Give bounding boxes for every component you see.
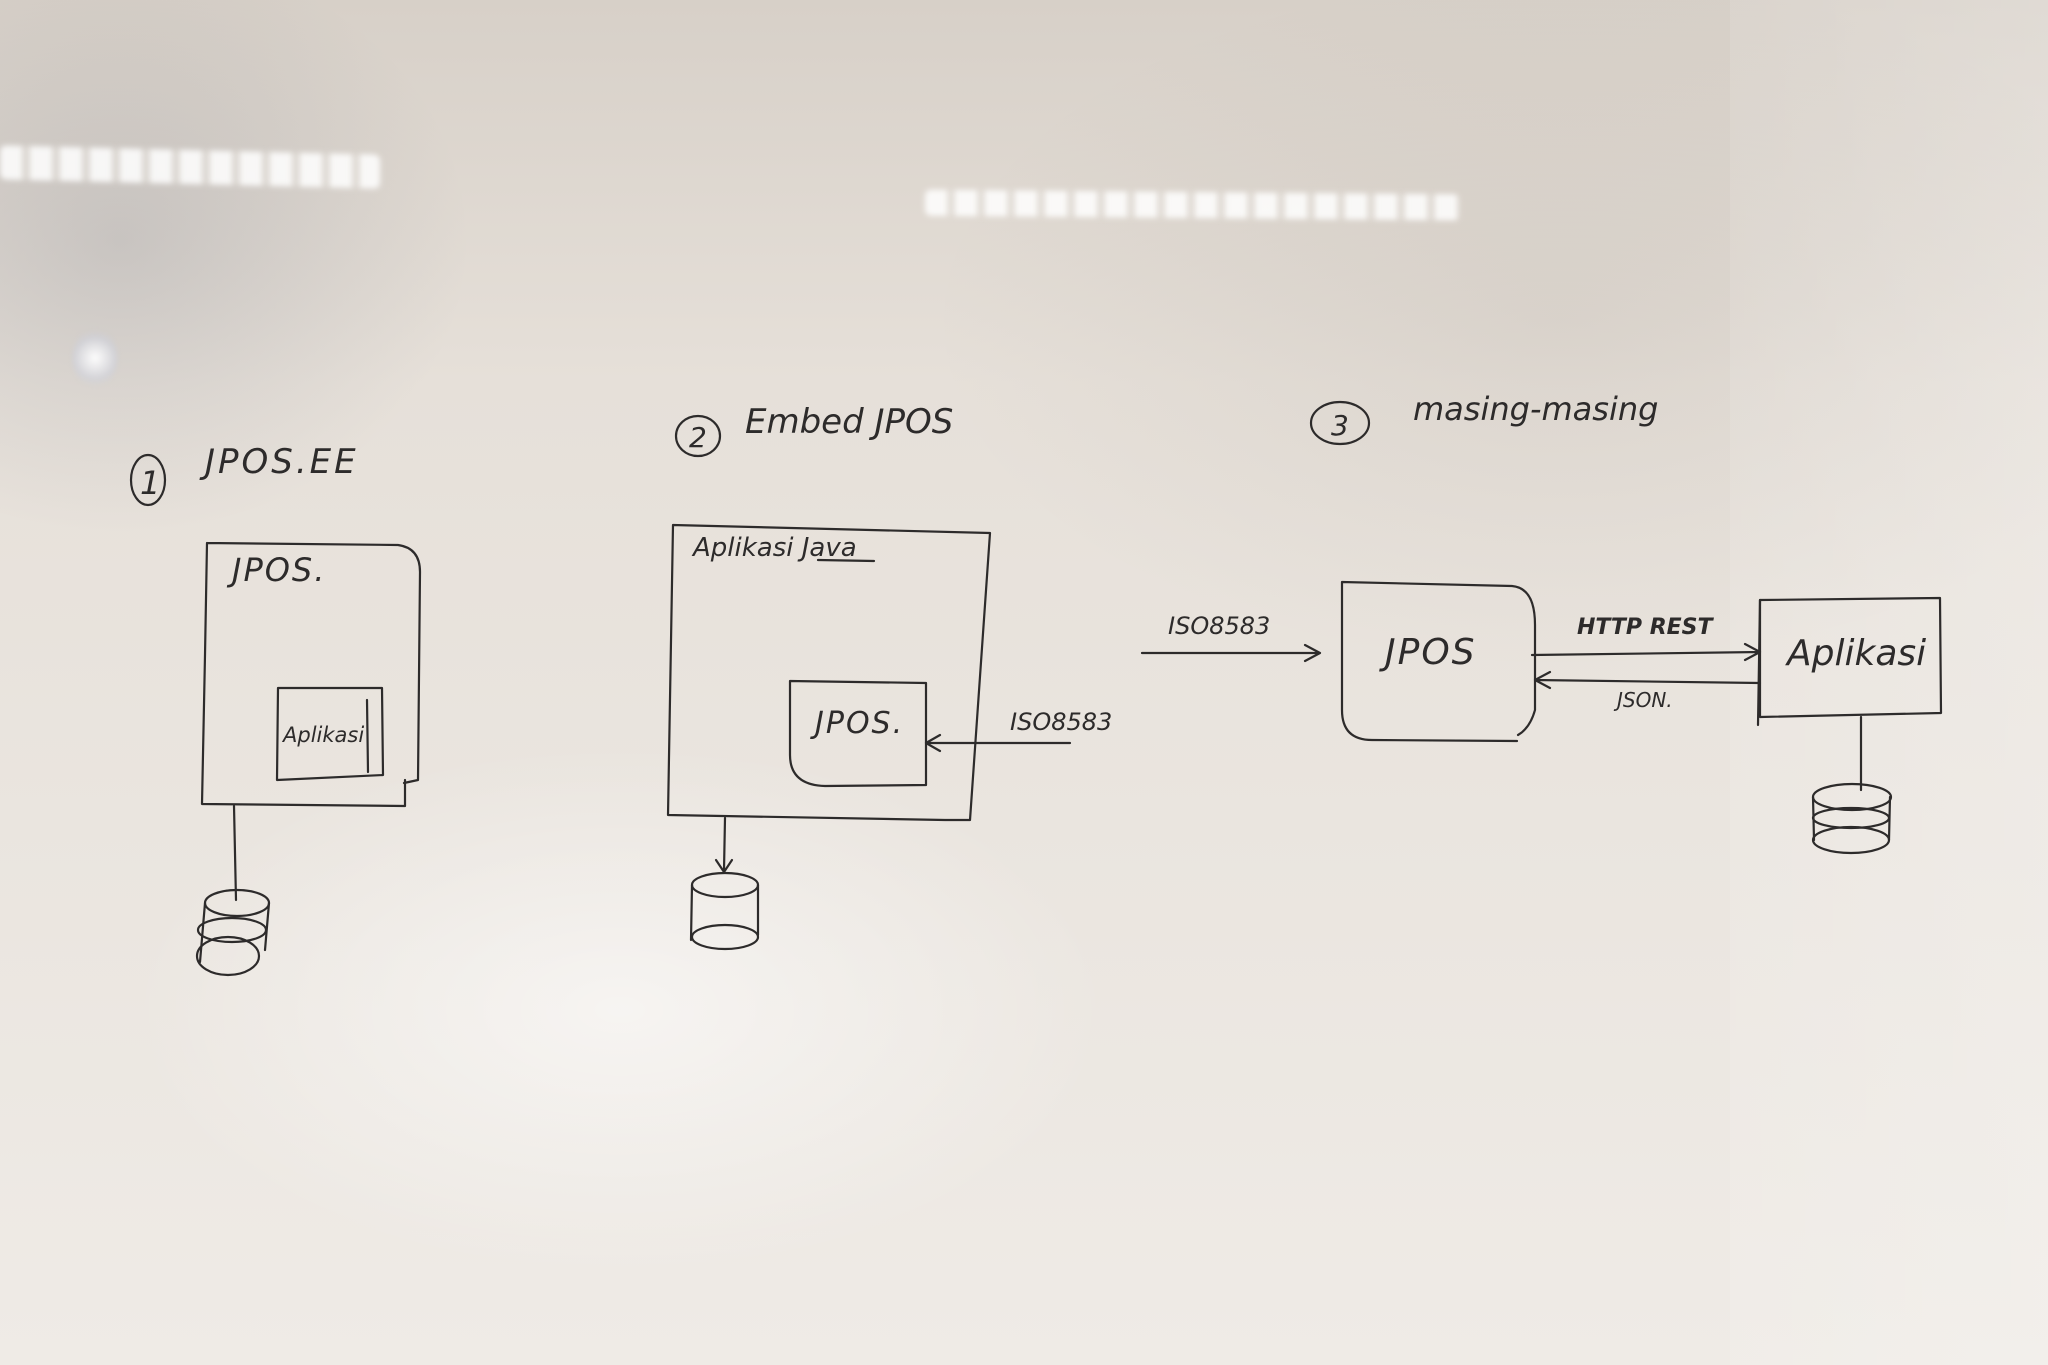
- box-label: Aplikasi: [1785, 633, 1926, 674]
- section-title: Embed JPOS: [745, 402, 953, 442]
- inner-box-edge: [365, 698, 370, 774]
- inner-box-label: JPOS.: [810, 706, 904, 741]
- aplikasi-java-outer-box: [666, 523, 992, 822]
- section-number: 3: [1331, 409, 1349, 442]
- database-connector-arrow: [714, 816, 734, 874]
- aplikasi-box: [1758, 596, 1943, 719]
- section-title: masing-masing: [1413, 390, 1658, 428]
- section-number-circle: [129, 453, 167, 507]
- jpos-inner-box: [788, 679, 928, 788]
- database-icon: [195, 888, 271, 977]
- database-icon: [1811, 782, 1893, 855]
- label-underline: [816, 558, 876, 563]
- aplikasi-inner-box: [275, 686, 385, 782]
- inner-box-label: Aplikasi: [281, 723, 364, 747]
- outer-box-label: Aplikasi Java: [691, 533, 857, 563]
- input-arrow-label: ISO8583: [1010, 708, 1112, 736]
- response-arrow-label: JSON.: [1613, 688, 1673, 712]
- outer-box-label: JPOS.: [226, 551, 326, 589]
- section-title: JPOS.EE: [199, 442, 359, 482]
- section-number-circle: [674, 414, 722, 458]
- input-arrow-label: ISO8583: [1168, 612, 1270, 640]
- section-number: 2: [689, 421, 707, 454]
- database-icon: [689, 871, 760, 951]
- json-response-arrow: [1533, 670, 1762, 690]
- http-rest-request-arrow: [1530, 642, 1762, 662]
- box-label: JPOS: [1379, 632, 1477, 673]
- section-3-masing-masing: 3 masing-masing ISO8583 JPOS Aplikasi HT…: [1140, 390, 1943, 855]
- section-2-embed-jpos: 2 Embed JPOS Aplikasi Java JPOS. ISO8583: [666, 402, 1112, 951]
- jpos-box: [1340, 580, 1537, 743]
- iso8583-input-arrow: [924, 733, 1072, 753]
- section-1-jpos-ee: 1 JPOS.EE JPOS. Aplikasi: [129, 442, 422, 977]
- jpos-ee-outer-box: [200, 541, 422, 808]
- section-number-circle: [1309, 400, 1371, 446]
- section-number: 1: [140, 464, 160, 502]
- database-connector-line: [232, 804, 238, 902]
- whiteboard-panel-seam: [1730, 0, 2048, 1365]
- request-arrow-label: HTTP REST: [1577, 615, 1715, 640]
- light-glare: [72, 328, 118, 388]
- aplikasi-box-edge: [1756, 598, 1762, 727]
- iso8583-input-arrow: [1140, 643, 1322, 663]
